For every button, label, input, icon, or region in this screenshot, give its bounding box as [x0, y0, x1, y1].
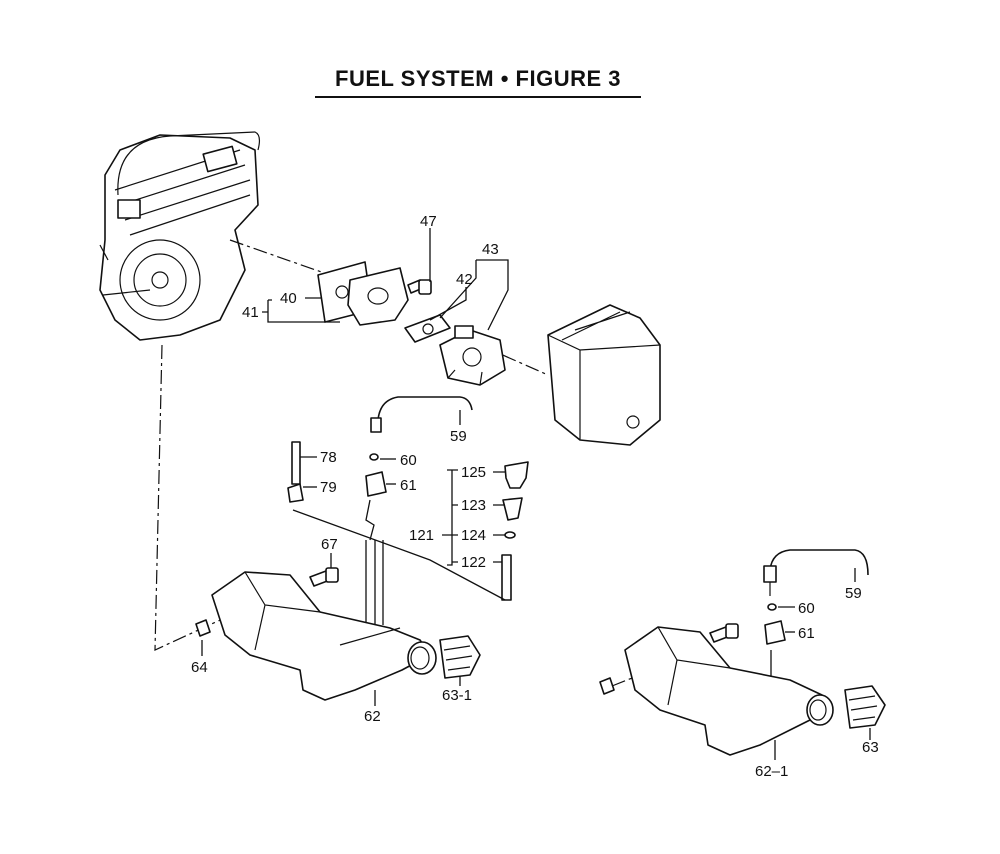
tube-78	[291, 441, 301, 485]
filter-cap-125	[504, 461, 529, 489]
o-ring-124	[504, 531, 516, 539]
leader-61-zigzag	[365, 499, 375, 541]
label-121: 121	[409, 527, 434, 544]
bolt-lower	[709, 623, 739, 643]
label-40: 40	[280, 290, 297, 307]
label-59-upper: 59	[450, 428, 467, 445]
label-64: 64	[191, 659, 208, 676]
label-42: 42	[456, 271, 473, 288]
filter-123	[502, 497, 523, 521]
assembly-line-engine-gasket	[229, 239, 331, 276]
figure-title: FUEL SYSTEM • FIGURE 3	[335, 66, 621, 91]
engine-assembly	[99, 131, 261, 341]
label-63: 63	[862, 739, 879, 756]
seal-60-upper	[369, 453, 379, 461]
label-60-upper: 60	[400, 452, 417, 469]
fuel-line-upper	[370, 396, 473, 433]
fitting-61-lower	[764, 620, 786, 645]
label-59-lower: 59	[845, 585, 862, 602]
bracket-43	[439, 259, 509, 331]
label-60-lower: 60	[798, 600, 815, 617]
title-underline	[315, 96, 641, 98]
label-47: 47	[420, 213, 437, 230]
grommet-79	[287, 483, 304, 503]
label-124: 124	[461, 527, 486, 544]
fuel-line-lower	[763, 549, 869, 596]
label-41: 41	[242, 304, 259, 321]
label-62-1: 62–1	[755, 763, 788, 780]
label-62: 62	[364, 708, 381, 725]
bracket-41	[262, 299, 340, 323]
grommet-64	[195, 619, 211, 637]
label-125: 125	[461, 464, 486, 481]
leader-42	[429, 287, 467, 321]
leader-61-tank	[365, 540, 384, 625]
pickup-tube-122	[501, 554, 512, 601]
bolt-67	[309, 567, 339, 587]
tank-cap-63-1	[439, 635, 481, 679]
fuel-tank-62	[211, 571, 437, 701]
label-79: 79	[320, 479, 337, 496]
label-122: 122	[461, 554, 486, 571]
label-61-lower: 61	[798, 625, 815, 642]
label-67: 67	[321, 536, 338, 553]
label-78: 78	[320, 449, 337, 466]
carburetor	[439, 325, 506, 386]
carburetor-holder	[347, 267, 409, 326]
label-43: 43	[482, 241, 499, 258]
label-63-1: 63-1	[442, 687, 472, 704]
bracket-121	[442, 469, 505, 566]
fitting-61-upper	[365, 471, 387, 497]
seal-60-lower	[767, 603, 777, 611]
leader-79-tank	[292, 509, 506, 601]
label-61-upper: 61	[400, 477, 417, 494]
fuel-tank-62-1	[624, 626, 834, 756]
tank-cap-63	[844, 685, 886, 729]
gasket-42	[404, 314, 451, 343]
screw-47	[407, 279, 432, 295]
air-filter-cover	[547, 304, 661, 446]
grommet-lower	[599, 677, 615, 695]
label-123: 123	[461, 497, 486, 514]
